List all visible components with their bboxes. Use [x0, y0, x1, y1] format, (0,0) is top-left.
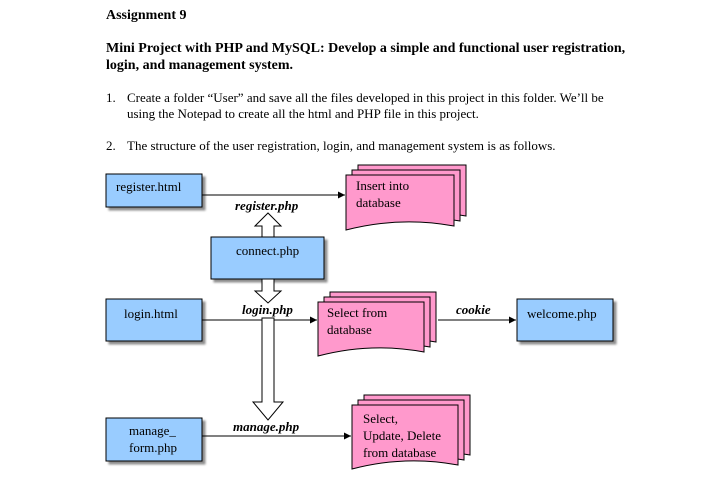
connect-up-block-arrow — [253, 212, 283, 238]
welcome-php-box: welcome.php — [516, 298, 614, 342]
connect-php-label: connect.php — [236, 243, 299, 258]
update-document-line-2: Update, Delete — [363, 428, 441, 443]
update-document-line-1: Select, — [363, 411, 398, 426]
connect-php-box: connect.php — [210, 236, 325, 280]
welcome-php-label: welcome.php — [527, 306, 597, 321]
insert-document-line-1: Insert into — [356, 178, 409, 193]
manage-form-label-line-1: manage_ — [129, 423, 176, 438]
connect-down-block-arrow — [253, 278, 283, 304]
item-text: Create a folder “User” and save all the … — [127, 90, 604, 121]
connect-long-block-arrow — [251, 317, 285, 421]
manage-form-box: manage_ form.php — [105, 417, 203, 462]
manage-php-label: manage.php — [233, 419, 300, 434]
item-text: The structure of the user registration, … — [127, 138, 556, 153]
insert-document-line-2: database — [356, 195, 401, 210]
item-number: 1. — [106, 90, 116, 105]
update-document-line-3: from database — [363, 445, 437, 460]
project-heading: Mini Project with PHP and MySQL: Develop… — [106, 41, 626, 73]
insert-database-document: Insert into database — [345, 164, 467, 231]
update-delete-document: Select, Update, Delete from database — [351, 394, 471, 470]
select-document-line-2: database — [327, 322, 372, 337]
login-html-label: login.html — [124, 306, 178, 321]
assignment-title: Assignment 9 — [106, 8, 187, 23]
item-number: 2. — [106, 138, 116, 153]
manage-form-label-line-2: form.php — [129, 440, 177, 455]
select-database-document: Select from database — [317, 291, 437, 357]
login-html-box: login.html — [105, 298, 203, 342]
cookie-label: cookie — [456, 302, 491, 317]
register-html-label: register.html — [116, 179, 182, 194]
register-php-label: register.php — [235, 198, 299, 213]
register-html-box: register.html — [105, 173, 203, 208]
select-document-line-1: Select from — [327, 305, 387, 320]
login-php-label: login.php — [242, 302, 293, 317]
